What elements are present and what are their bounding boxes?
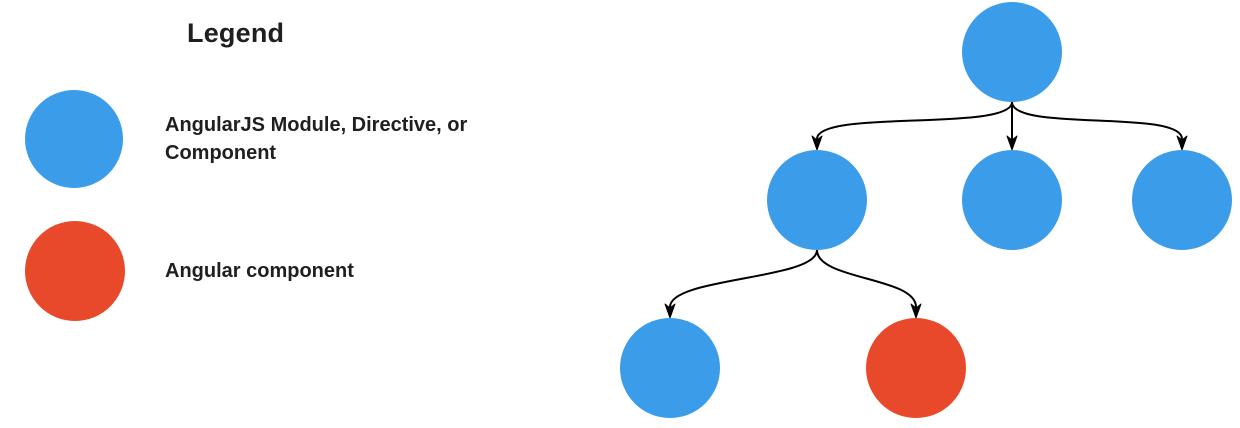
arrowhead-root-to-child-right [1176, 135, 1188, 151]
arrowhead-root-to-child-left [811, 135, 823, 151]
arrowhead-root-to-child-middle [1006, 135, 1018, 151]
arrowhead-child-left-to-grandchild-left [664, 303, 676, 319]
legend-label-angularjs: AngularJS Module, Directive, or Componen… [165, 114, 468, 164]
arrowhead-child-left-to-grandchild-right [910, 303, 922, 319]
node-grandchild-left-circle [620, 318, 720, 418]
legend-swatch-angularjs-circle [25, 90, 123, 188]
node-child-right-circle [1132, 150, 1232, 250]
node-child-left-circle [767, 150, 867, 250]
legend-label-angular: Angular component [165, 260, 354, 282]
node-root-circle [962, 2, 1062, 102]
node-grandchild-right-circle [866, 318, 966, 418]
edge-root-to-child-right [1011, 101, 1183, 140]
node-child-middle-circle [962, 150, 1062, 250]
edge-root-to-child-left [816, 101, 1013, 140]
legend-swatch-angular-circle [25, 221, 125, 321]
edge-child-left-to-grandchild-left [669, 249, 818, 308]
edge-child-left-to-grandchild-right [816, 249, 917, 308]
legend-title: Legend [187, 18, 285, 48]
